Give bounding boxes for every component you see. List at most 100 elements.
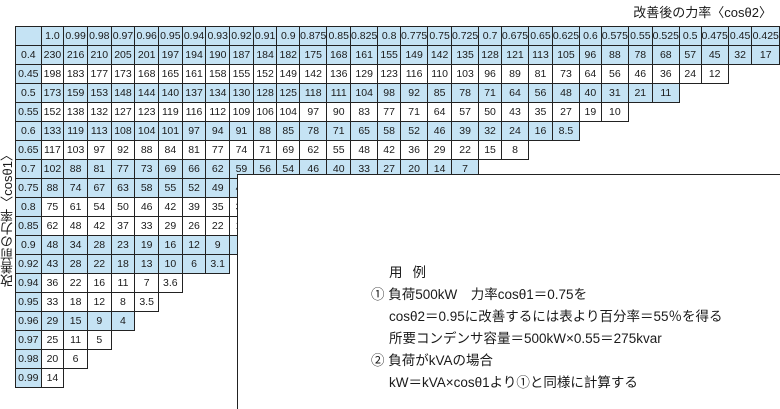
empty-area: [728, 65, 779, 84]
table-cell: 71: [326, 121, 352, 141]
table-cell: 16: [158, 235, 183, 255]
table-cell: 92: [399, 83, 429, 103]
table-cell: 103: [63, 140, 88, 160]
table-cell: 112: [205, 102, 231, 122]
table-cell: 6: [63, 349, 88, 369]
table-cell: 66: [181, 159, 207, 179]
row-header: 0.6: [15, 121, 42, 141]
example-frame: [237, 174, 780, 409]
column-header: 0.9: [276, 26, 301, 46]
table-cell: 64: [579, 64, 602, 84]
table-cell: 102: [40, 159, 65, 179]
row-header: 0.96: [15, 311, 42, 331]
table-cell: 46: [134, 197, 159, 217]
row-header: 0.75: [15, 178, 42, 198]
row-header: 0.98: [15, 349, 42, 369]
column-header: 0.8: [377, 26, 401, 46]
table-cell: 36: [651, 64, 680, 84]
table-cell: 9: [86, 311, 112, 331]
table-cell: 105: [551, 45, 581, 65]
table-cell: 155: [229, 64, 254, 84]
table-cell: 56: [600, 64, 629, 84]
column-header: 1.0: [40, 26, 65, 46]
table-cell: 37: [110, 216, 136, 236]
corner-cell: [15, 26, 42, 46]
table-cell: 96: [478, 64, 502, 84]
table-cell: 19: [579, 102, 602, 122]
table-cell: 68: [651, 45, 680, 65]
table-cell: 25: [40, 330, 65, 350]
table-cell: 5: [86, 330, 112, 350]
table-cell: 69: [276, 140, 301, 160]
table-cell: 137: [181, 83, 207, 103]
table-cell: 20: [40, 349, 65, 369]
table-cell: 62: [299, 140, 328, 160]
table-cell: 116: [399, 64, 429, 84]
table-cell: 135: [450, 45, 480, 65]
table-cell: 110: [427, 64, 452, 84]
table-cell: 149: [399, 45, 429, 65]
table-cell: 158: [205, 64, 231, 84]
table-cell: 77: [377, 102, 401, 122]
table-cell: 58: [134, 178, 159, 198]
table-cell: 153: [86, 83, 112, 103]
table-cell: 16: [86, 273, 112, 293]
table-cell: 22: [86, 254, 112, 274]
column-header: 0.92: [229, 26, 254, 46]
table-cell: 13: [134, 254, 159, 274]
table-cell: 161: [350, 45, 379, 65]
table-cell: 43: [500, 102, 530, 122]
table-cell: 36: [399, 140, 429, 160]
table-cell: 3.5: [134, 292, 159, 312]
column-header: 0.675: [500, 26, 530, 46]
column-header: 0.5: [678, 26, 702, 46]
table-cell: 216: [63, 45, 88, 65]
table-cell: 73: [551, 64, 581, 84]
table-cell: 71: [478, 83, 502, 103]
table-cell: 101: [158, 121, 183, 141]
row-header: 0.65: [15, 140, 42, 160]
table-cell: 54: [86, 197, 112, 217]
table-cell: 197: [158, 45, 183, 65]
table-cell: 55: [158, 178, 183, 198]
table-cell: 201: [134, 45, 159, 65]
table-cell: 58: [377, 121, 401, 141]
example-line-5: kW＝kVA×cosθ1より①と同様に計算する: [389, 375, 638, 390]
table-cell: 83: [350, 102, 379, 122]
column-header: 0.65: [528, 26, 553, 46]
table-cell: 177: [86, 64, 112, 84]
table-cell: 81: [86, 159, 112, 179]
table-cell: 23: [110, 235, 136, 255]
table-cell: 73: [134, 159, 159, 179]
table-cell: 113: [86, 121, 112, 141]
table-cell: 40: [579, 83, 602, 103]
table-cell: 24: [678, 64, 702, 84]
table-cell: 85: [276, 121, 301, 141]
table-cell: 78: [627, 45, 653, 65]
table-cell: 57: [678, 45, 702, 65]
table-cell: 62: [40, 216, 65, 236]
table-cell: 88: [600, 45, 629, 65]
table-cell: 168: [326, 45, 352, 65]
table-cell: 27: [551, 102, 581, 122]
table-cell: 48: [350, 140, 379, 160]
table-cell: 78: [299, 121, 328, 141]
table-cell: 77: [205, 140, 231, 160]
table-cell: 33: [40, 292, 65, 312]
table-cell: 121: [500, 45, 530, 65]
table-cell: 29: [158, 216, 183, 236]
table-cell: 184: [252, 45, 278, 65]
table-cell: 31: [600, 83, 629, 103]
table-cell: 205: [110, 45, 136, 65]
column-header: 0.55: [627, 26, 653, 46]
example-line-3: 所要コンデンサ容量＝500kW×0.55＝275kvar: [389, 331, 662, 346]
table-cell: 43: [40, 254, 65, 274]
row-header: 0.92: [15, 254, 42, 274]
empty-area: [628, 103, 779, 122]
table-cell: 104: [134, 121, 159, 141]
table-cell: 148: [110, 83, 136, 103]
